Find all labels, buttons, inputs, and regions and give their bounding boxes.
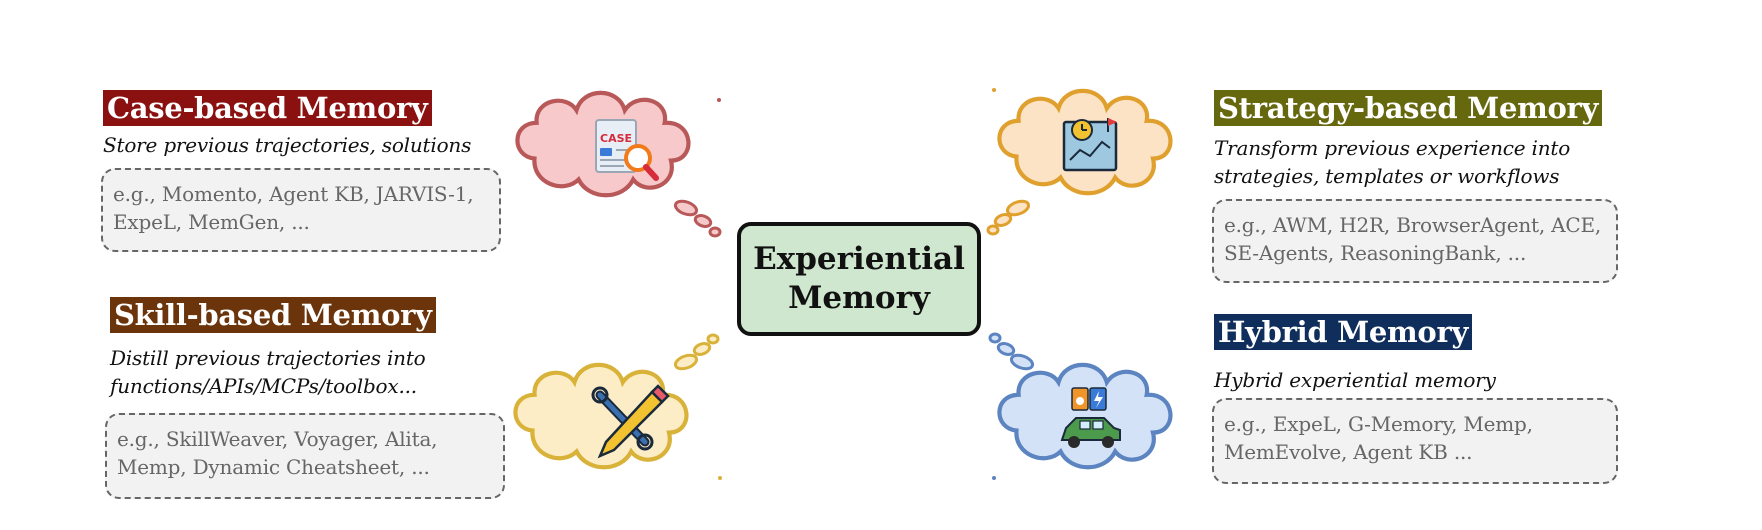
strategy-cloud — [986, 88, 1170, 236]
strategy-description-line2: strategies, templates or workflows — [1214, 164, 1560, 188]
center-label-line1: Experiential — [753, 241, 965, 277]
skill-cloud — [515, 333, 722, 480]
case-icon-label: CASE — [600, 132, 632, 145]
hybrid-description: Hybrid experiential memory — [1214, 368, 1496, 392]
hybrid-cloud — [988, 332, 1170, 480]
strategy-title: Strategy-based Memory — [1214, 90, 1603, 126]
case-title: Case-based Memory — [103, 90, 432, 126]
hybrid-examples-line2: MemEvolve, Agent KB ... — [1224, 440, 1473, 464]
wrench-pencil-icon — [591, 384, 670, 459]
strategy-examples-line1: e.g., AWM, H2R, BrowserAgent, ACE, — [1224, 213, 1602, 237]
skill-examples-line1: e.g., SkillWeaver, Voyager, Alita, — [117, 427, 438, 451]
skill-description-line2: functions/APIs/MCPs/toolbox... — [110, 374, 417, 398]
strategy-examples-line2: SE-Agents, ReasoningBank, ... — [1224, 241, 1527, 265]
strategy-plan-icon — [1062, 118, 1118, 172]
hybrid-examples-line1: e.g., ExpeL, G-Memory, Memp, — [1224, 412, 1533, 436]
skill-examples-box: e.g., SkillWeaver, Voyager, Alita, Memp,… — [105, 413, 505, 499]
hybrid-car-icon — [1060, 387, 1121, 448]
strategy-examples-box: e.g., AWM, H2R, BrowserAgent, ACE, SE-Ag… — [1212, 199, 1618, 283]
case-cloud — [517, 93, 722, 238]
magnifier-icon — [624, 144, 659, 181]
hybrid-title: Hybrid Memory — [1214, 314, 1473, 350]
hybrid-examples-box: e.g., ExpeL, G-Memory, Memp, MemEvolve, … — [1212, 398, 1618, 484]
center-node: Experiential Memory — [737, 222, 981, 336]
skill-description-line1: Distill previous trajectories into — [110, 346, 426, 370]
skill-examples-line2: Memp, Dynamic Cheatsheet, ... — [117, 455, 430, 479]
skill-title: Skill-based Memory — [110, 297, 436, 333]
case-examples-line1: e.g., Momento, Agent KB, JARVIS-1, — [113, 182, 474, 206]
center-label-line2: Memory — [788, 280, 930, 316]
case-description: Store previous trajectories, solutions — [103, 133, 472, 157]
case-examples-box: e.g., Momento, Agent KB, JARVIS-1, ExpeL… — [101, 168, 501, 252]
case-examples-line2: ExpeL, MemGen, ... — [113, 210, 310, 234]
strategy-description-line1: Transform previous experience into — [1214, 136, 1571, 160]
